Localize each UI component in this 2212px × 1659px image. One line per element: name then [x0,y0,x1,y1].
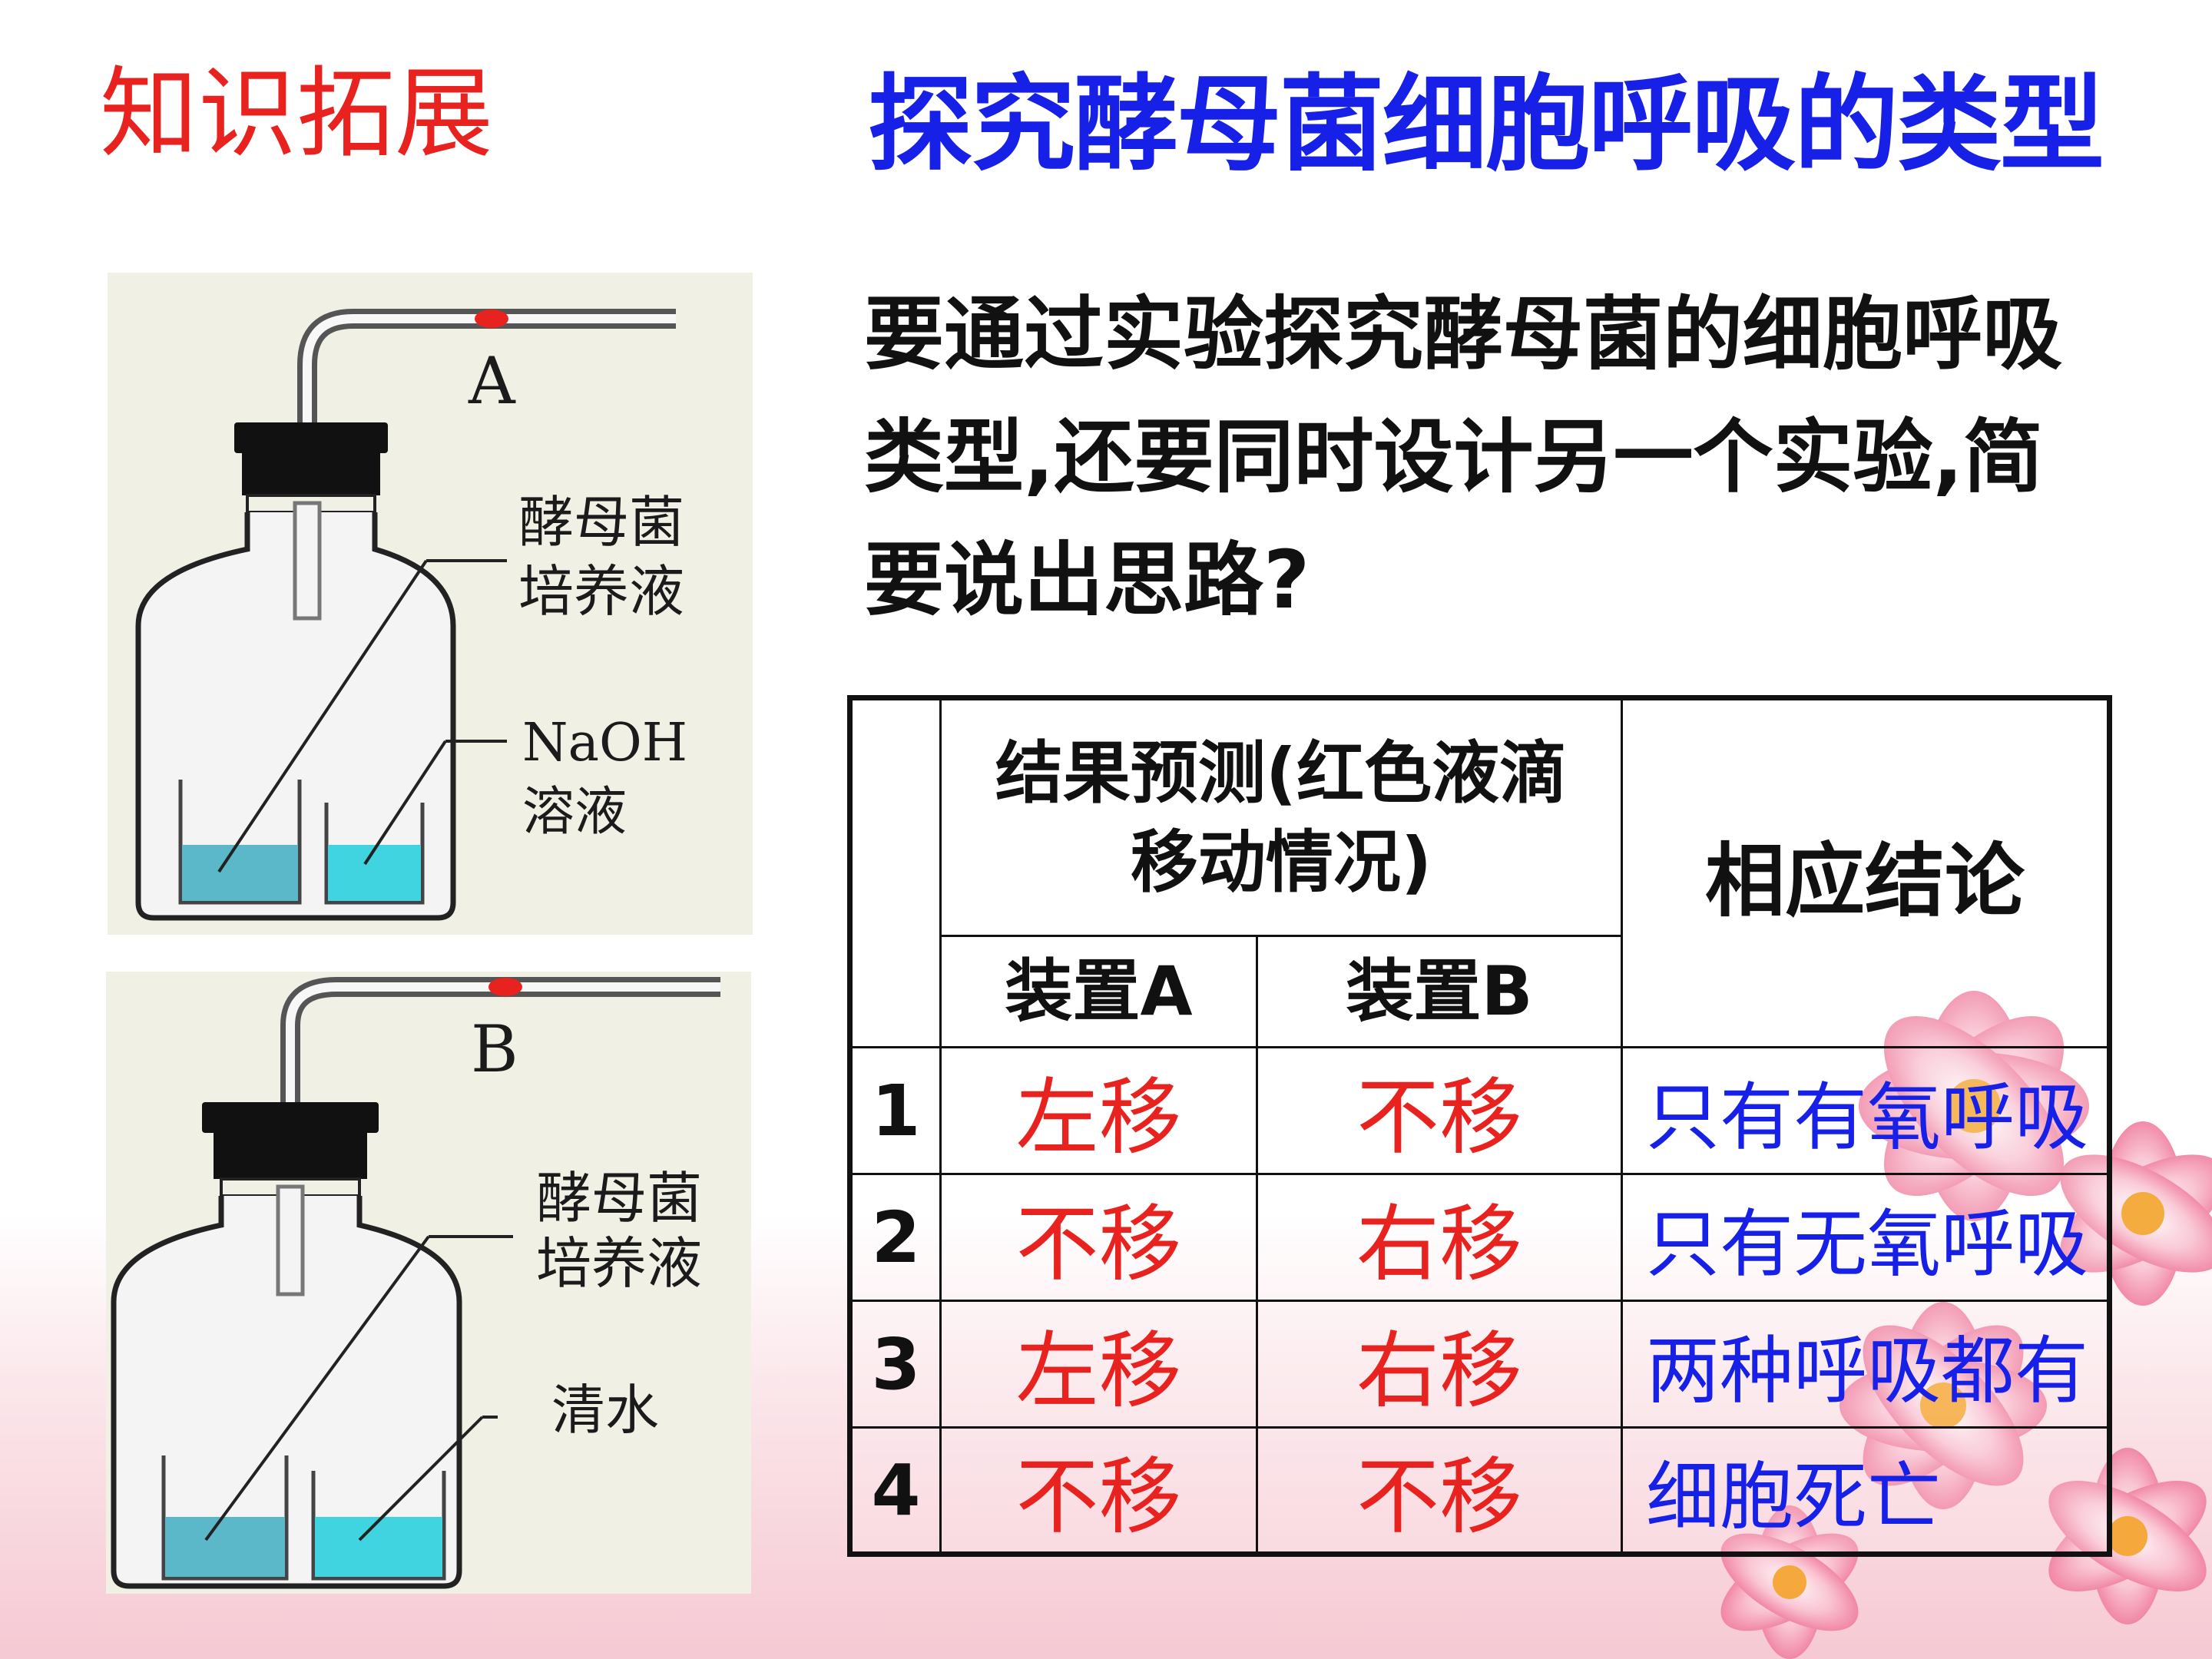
header-device-a-cell: 装置A [941,936,1257,1048]
page-title: 探究酵母菌细胞呼吸的类型 [868,73,2103,177]
header-prediction-cell: 结果预测(红色液滴移动情况) [941,698,1622,936]
naoh-label-line2: 溶液 [522,782,627,843]
red-droplet-b [488,978,522,996]
header-prediction: 结果预测(红色液滴移动情况) [942,729,1621,907]
apparatus-a-label: A [468,343,516,419]
device-b-result: 右移 [1257,1174,1622,1301]
table-row: 1 左移 不移 只有有氧呼吸 [850,1048,2110,1174]
table-row: 2 不移 右移 只有无氧呼吸 [850,1174,2110,1301]
header-empty-cell [850,698,941,1048]
conclusion-text: 细胞死亡 [1622,1428,2110,1555]
device-b-result: 右移 [1257,1301,1622,1428]
results-table: 结果预测(红色液滴移动情况) 相应结论 装置A 装置B 1 左移 不移 只有有氧… [847,695,2112,1557]
culture-label-a-line2: 培养液 [518,559,684,624]
row-number: 1 [850,1048,941,1174]
conclusion-text: 两种呼吸都有 [1622,1301,2110,1428]
device-a-result: 不移 [941,1174,1257,1301]
conclusion-text: 只有无氧呼吸 [1622,1174,2110,1301]
apparatus-a-diagram: A 酵母菌 培养液 NaOH 溶液 [108,273,753,935]
header-conclusion-cell: 相应结论 [1622,698,2110,1048]
header-device-b: 装置B [1346,952,1532,1031]
table-row: 3 左移 右移 两种呼吸都有 [850,1301,2110,1428]
device-b-result: 不移 [1257,1048,1622,1174]
water-label: 清水 [551,1379,659,1442]
row-number: 4 [850,1428,941,1555]
culture-label-b-line2: 培养液 [536,1231,702,1296]
culture-label-b-line1: 酵母菌 [536,1166,702,1230]
header-conclusion: 相应结论 [1705,834,2025,928]
header-device-a: 装置A [1005,952,1192,1031]
table-header-row: 结果预测(红色液滴移动情况) 相应结论 [850,698,2110,936]
apparatus-b-diagram: B 酵母菌 培养液 清水 [106,972,751,1594]
culture-label-a-line1: 酵母菌 [518,490,684,555]
device-a-result: 左移 [941,1301,1257,1428]
section-label: 知识拓展 [100,65,493,164]
header-device-b-cell: 装置B [1257,936,1622,1048]
row-number: 3 [850,1301,941,1428]
conclusion-text: 只有有氧呼吸 [1622,1048,2110,1174]
device-a-result: 左移 [941,1048,1257,1174]
device-a-result: 不移 [941,1428,1257,1555]
apparatus-b-label: B [471,1012,518,1087]
naoh-label-line1: NaOH [522,713,687,773]
row-number: 2 [850,1174,941,1301]
device-b-result: 不移 [1257,1428,1622,1555]
red-droplet-a [475,310,508,328]
table-row: 4 不移 不移 细胞死亡 [850,1428,2110,1555]
question-text: 要通过实验探究酵母菌的细胞呼吸类型,还要同时设计另一个实验,简要说出思路? [864,273,2108,641]
